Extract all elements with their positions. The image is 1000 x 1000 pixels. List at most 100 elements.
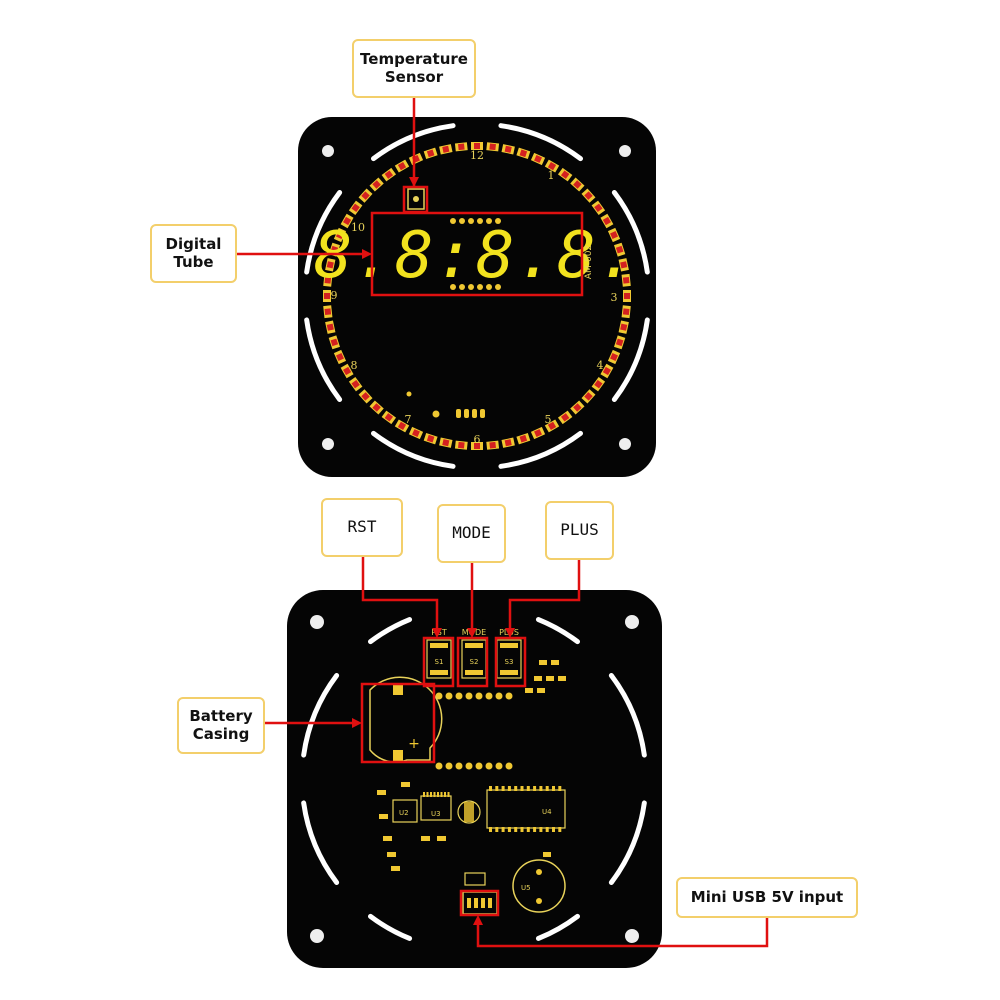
ring-led [570, 400, 585, 415]
ring-arc-segment [611, 189, 650, 275]
ring-arc-segment [611, 317, 650, 403]
ring-led [328, 335, 340, 350]
ring-led [358, 188, 373, 203]
mounting-hole [322, 438, 334, 450]
svg-text:S2: S2 [470, 658, 479, 666]
mounting-hole [625, 929, 639, 943]
ring-led [340, 213, 354, 229]
ring-led [454, 440, 468, 450]
ring-led [381, 410, 397, 425]
ring-arc-segment [535, 913, 581, 941]
ring-led [621, 273, 631, 287]
component-pad [406, 391, 412, 397]
ring-arc-segment [301, 672, 340, 758]
ring-led [591, 376, 606, 392]
back-pcb-board: RST MODE PLUS S1 S2 S3 [287, 590, 662, 968]
capacitor [457, 800, 481, 824]
white-ring-arcs [301, 617, 647, 941]
dial-number: 12 [470, 149, 484, 162]
dial-number: 3 [611, 291, 618, 304]
battery-casing-callout: Battery Casing [177, 697, 265, 754]
ring-led [614, 335, 626, 350]
ring-led [348, 376, 363, 392]
ring-led [607, 227, 621, 243]
ring-arc-segment [498, 430, 584, 469]
ring-led [348, 200, 363, 216]
ring-arc-segment [304, 189, 343, 275]
ring-led [530, 152, 546, 166]
component-pad [432, 410, 440, 418]
digital-tube-callout: Digital Tube [150, 224, 237, 283]
ring-led [340, 363, 354, 379]
temperature-sensor-pad [413, 196, 419, 202]
ring-arc-segment [498, 123, 584, 162]
mounting-hole [310, 929, 324, 943]
ring-led [623, 290, 631, 302]
mounting-hole [619, 438, 631, 450]
white-ring-arcs [304, 123, 650, 469]
ring-led [557, 410, 573, 425]
ring-led [501, 437, 515, 448]
ring-led [486, 142, 500, 152]
header-pads-lower [435, 762, 513, 770]
ring-arc-segment [301, 800, 340, 886]
rst-callout: RST [321, 498, 403, 557]
ring-led [471, 142, 483, 150]
ring-led [439, 437, 453, 448]
ring-led [323, 290, 331, 302]
temperature-sensor-callout: Temperature Sensor [352, 39, 476, 98]
svg-text:U3: U3 [431, 810, 441, 818]
ring-arc-segment [367, 617, 413, 645]
svg-text:U2: U2 [399, 809, 409, 817]
buzzer: U5 [512, 859, 566, 913]
mini-usb-callout: Mini USB 5V input [676, 877, 858, 918]
ring-led [581, 389, 596, 404]
ring-led [614, 242, 626, 257]
ring-led [486, 440, 500, 450]
mini-usb-connector [462, 872, 498, 915]
ring-led [618, 320, 629, 334]
ring-led [557, 167, 573, 182]
battery-holder: + [369, 676, 443, 763]
ic-u4: U4 [486, 786, 566, 832]
ring-led [621, 305, 631, 319]
ring-led [369, 177, 384, 192]
dial-number: 10 [351, 221, 365, 234]
ring-led [570, 177, 585, 192]
ring-led [358, 389, 373, 404]
ring-arc-segment [304, 317, 343, 403]
ring-arc-segment [370, 430, 456, 469]
switch-s2: S2 [461, 639, 487, 679]
ring-led [544, 159, 560, 173]
led-ring [323, 142, 631, 450]
svg-text:U4: U4 [542, 808, 552, 816]
ring-led [516, 433, 531, 445]
plus-callout: PLUS [545, 501, 614, 560]
ring-led [471, 442, 483, 450]
silk-plus: PLUS [499, 628, 519, 637]
ring-led [408, 152, 424, 166]
dial-number: 8 [351, 359, 358, 372]
ring-arc-segment [608, 800, 647, 886]
dial-number: 9 [331, 289, 338, 302]
ring-led [423, 433, 438, 445]
ring-led [600, 363, 614, 379]
smd-components [525, 660, 566, 693]
dial-number: 7 [405, 413, 412, 426]
ring-led [333, 349, 347, 365]
dial-number: 5 [545, 413, 552, 426]
dial-number: 1 [548, 169, 555, 182]
ring-arc-segment [367, 913, 413, 941]
mounting-hole [625, 615, 639, 629]
svg-text:S1: S1 [435, 658, 444, 666]
ic-u2: U2 [392, 799, 418, 823]
ring-led [439, 144, 453, 155]
ring-led [581, 188, 596, 203]
ring-led [323, 273, 333, 287]
smd-components-left [377, 782, 446, 871]
ring-led [423, 147, 438, 159]
back-pcb-artwork: RST MODE PLUS S1 S2 S3 [301, 615, 647, 943]
svg-text:U5: U5 [521, 884, 531, 892]
